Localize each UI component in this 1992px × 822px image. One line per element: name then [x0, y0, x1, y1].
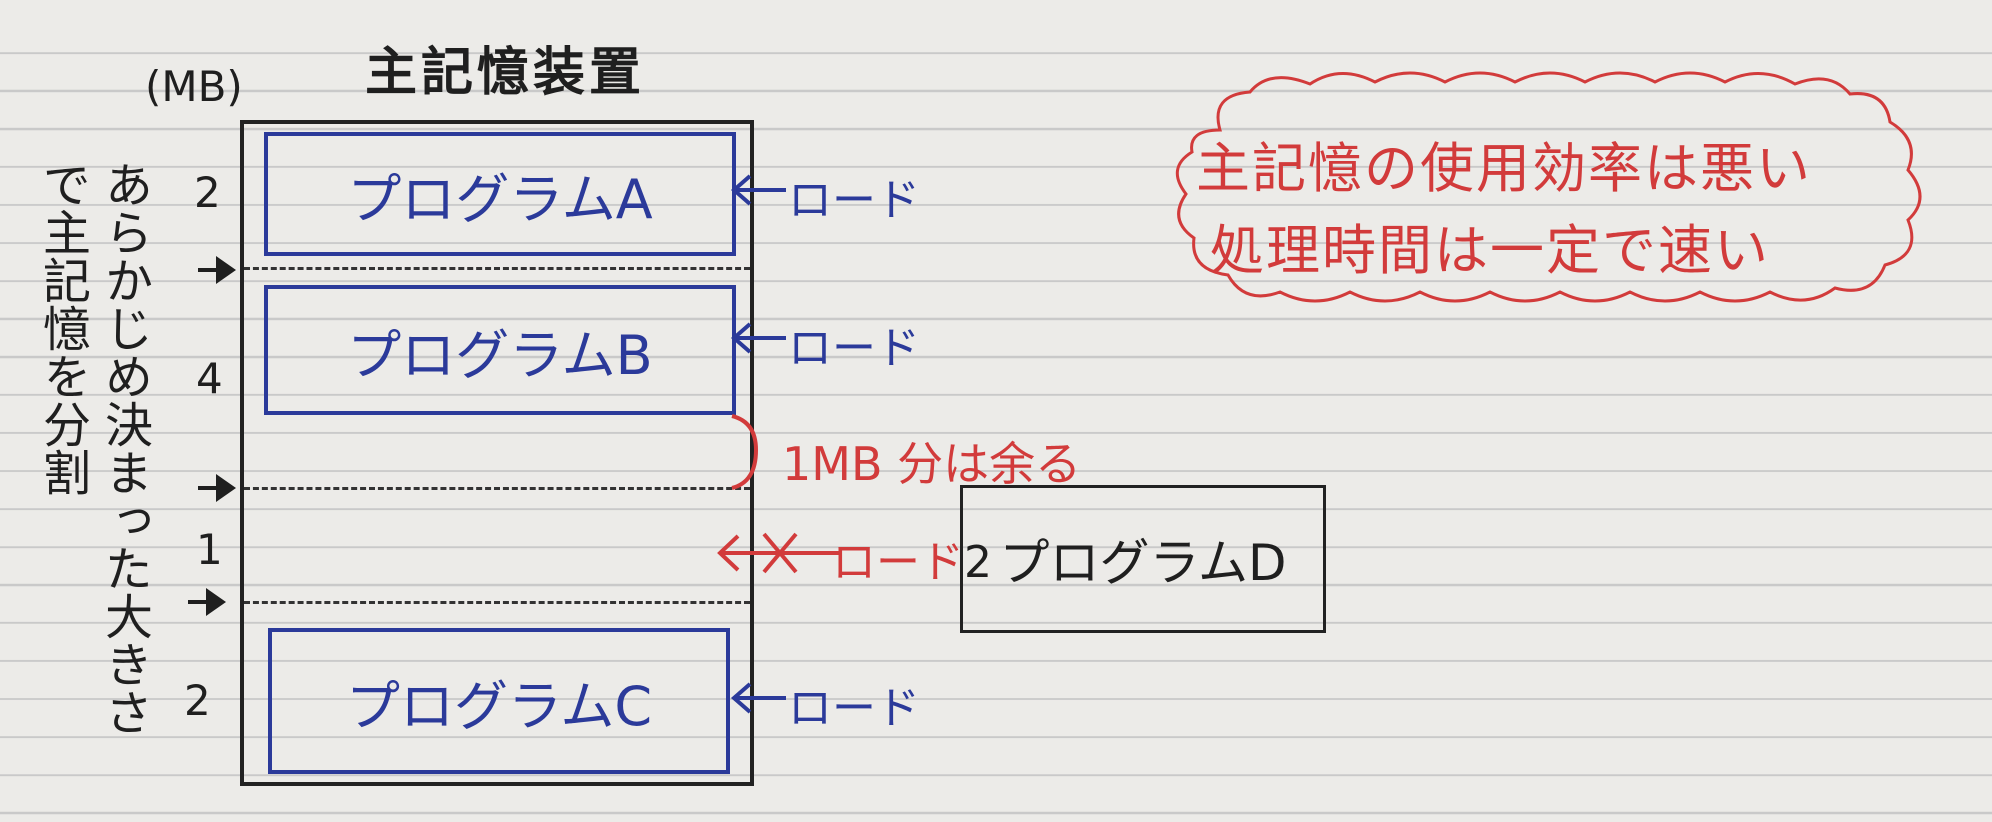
partition-size: 4 — [196, 354, 223, 403]
load-arrow-icon — [730, 174, 786, 206]
remainder-note: 1MB 分は余る — [782, 437, 1082, 491]
partition-divider — [244, 267, 750, 270]
program-a-label: プログラムA — [347, 167, 653, 231]
cloud-note-line-1: 主記憶の使用効率は悪い — [1196, 137, 1812, 200]
vertical-note-left: で主記憶を分割 — [34, 160, 90, 496]
load-arrow-icon — [730, 682, 786, 714]
program-d-label: プログラムD — [999, 534, 1287, 592]
load-arrow-icon — [730, 322, 786, 354]
failed-load-size: 2 — [964, 537, 992, 588]
load-label-a: ロード — [788, 175, 920, 226]
program-c-box: プログラムC — [268, 628, 730, 774]
failed-load-arrow-icon — [717, 532, 840, 574]
load-label-c: ロード — [788, 683, 920, 734]
diagram-title: 主記憶装置 — [365, 43, 646, 103]
program-b-box: プログラムB — [264, 285, 736, 415]
program-c-label: プログラムC — [345, 674, 653, 738]
partition-size: 2 — [184, 676, 211, 725]
cloud-note-line-2: 処理時間は一定で速い — [1210, 219, 1770, 282]
partition-size: 2 — [194, 168, 221, 217]
vertical-note-right: あらかじめ決まった大きさ — [96, 160, 152, 736]
partition-arrow-icon — [188, 588, 226, 616]
cloud-outline-icon — [1175, 71, 1922, 303]
partition-arrow-icon — [198, 256, 236, 284]
unit-label: (MB) — [145, 62, 243, 111]
main-memory-frame — [240, 120, 754, 786]
failed-load-label: ロード — [832, 537, 964, 588]
load-label-b: ロード — [788, 323, 920, 374]
remainder-brace-icon — [731, 414, 759, 490]
program-d-box: プログラムD — [960, 485, 1326, 633]
partition-divider — [244, 601, 750, 604]
partition-arrow-icon — [198, 474, 236, 502]
partition-size: 1 — [196, 525, 223, 574]
failed-load: ロード2 — [832, 526, 992, 590]
partition-divider — [244, 487, 750, 490]
program-a-box: プログラムA — [264, 132, 736, 256]
program-b-label: プログラムB — [347, 323, 653, 387]
